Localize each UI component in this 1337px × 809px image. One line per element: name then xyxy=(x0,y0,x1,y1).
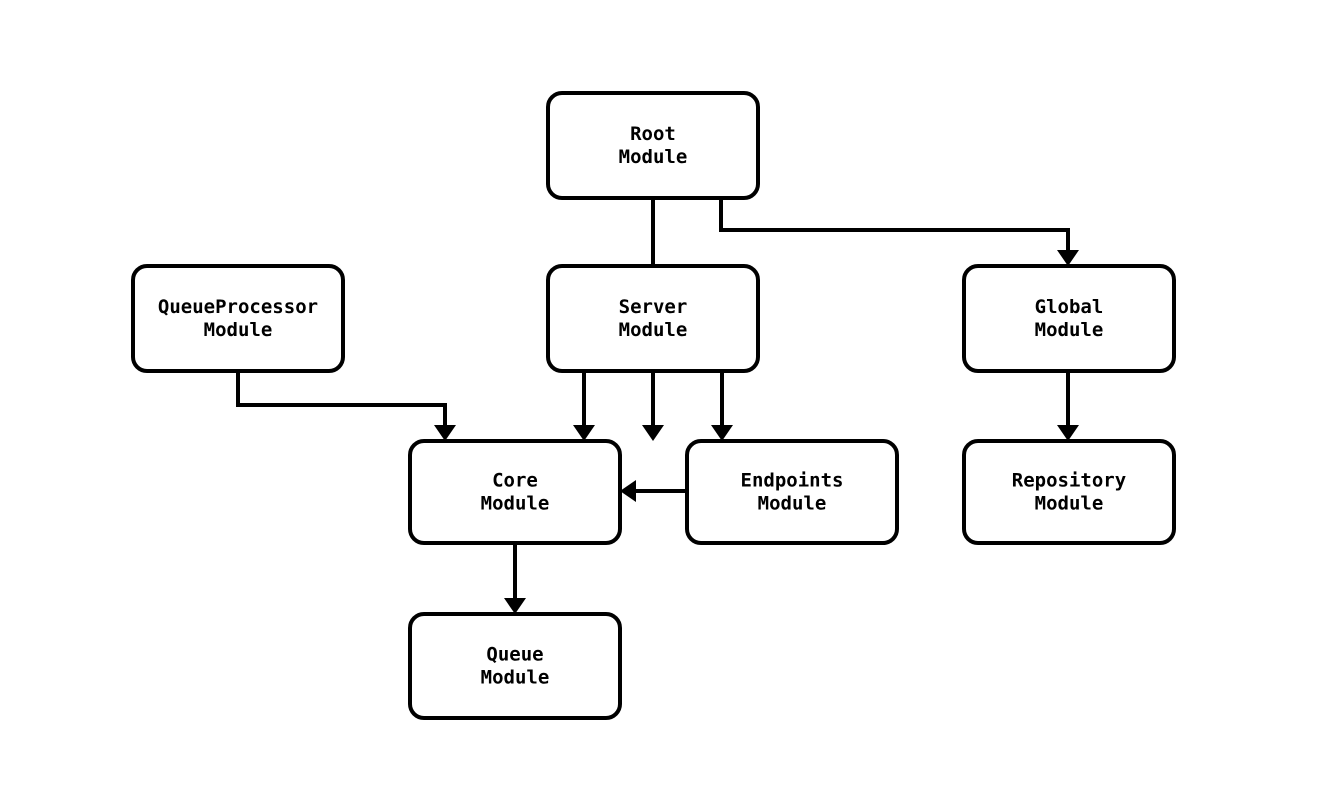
arrow-core-to-queue-icon xyxy=(504,598,526,614)
node-server-label-line1: Server xyxy=(619,296,688,318)
edge-root-to-global xyxy=(719,198,1070,252)
node-endpoints-box xyxy=(685,439,899,545)
arrow-endpoints-to-core-icon xyxy=(620,480,636,502)
node-queue-box xyxy=(408,612,622,720)
arrow-root-to-global-icon xyxy=(1057,250,1079,266)
node-endpoints-label-line1: Endpoints xyxy=(741,470,844,492)
node-repository-label-line1: Repository xyxy=(1012,470,1126,492)
node-queue-label-line1: Queue xyxy=(486,644,543,666)
node-repository-label-line2: Module xyxy=(1035,493,1104,515)
nodes-layer: RootModuleQueueProcessorModuleServerModu… xyxy=(131,91,1176,720)
node-queueprocessor-label-line2: Module xyxy=(204,319,273,341)
arrow-server-to-endpoints-icon xyxy=(711,425,733,441)
node-global-label-line2: Module xyxy=(1035,319,1104,341)
arrow-server-to-core-icon xyxy=(573,425,595,441)
arrowheads-layer xyxy=(434,250,1079,614)
node-root-box xyxy=(546,91,760,200)
node-repository-box xyxy=(962,439,1176,545)
node-endpoints-label-line2: Module xyxy=(758,493,827,515)
node-queueprocessor-box xyxy=(131,264,345,373)
node-server-label-line2: Module xyxy=(619,319,688,341)
node-global-box xyxy=(962,264,1176,373)
node-core-box xyxy=(408,439,622,545)
node-queue-label-line2: Module xyxy=(481,667,550,689)
arrow-global-to-repository-icon xyxy=(1057,425,1079,441)
node-core-label-line1: Core xyxy=(492,470,538,492)
edges-layer xyxy=(236,198,1070,600)
arrow-queueprocessor-to-core-icon xyxy=(434,425,456,441)
edge-queueprocessor-to-core xyxy=(236,371,447,427)
node-root-label-line2: Module xyxy=(619,146,688,168)
node-root-label-line1: Root xyxy=(630,123,676,145)
node-queueprocessor-label-line1: QueueProcessor xyxy=(158,296,318,318)
node-server-box xyxy=(546,264,760,373)
node-global-label-line1: Global xyxy=(1035,296,1104,318)
node-core-label-line2: Module xyxy=(481,493,550,515)
arrow-root-to-server-icon xyxy=(642,425,664,441)
